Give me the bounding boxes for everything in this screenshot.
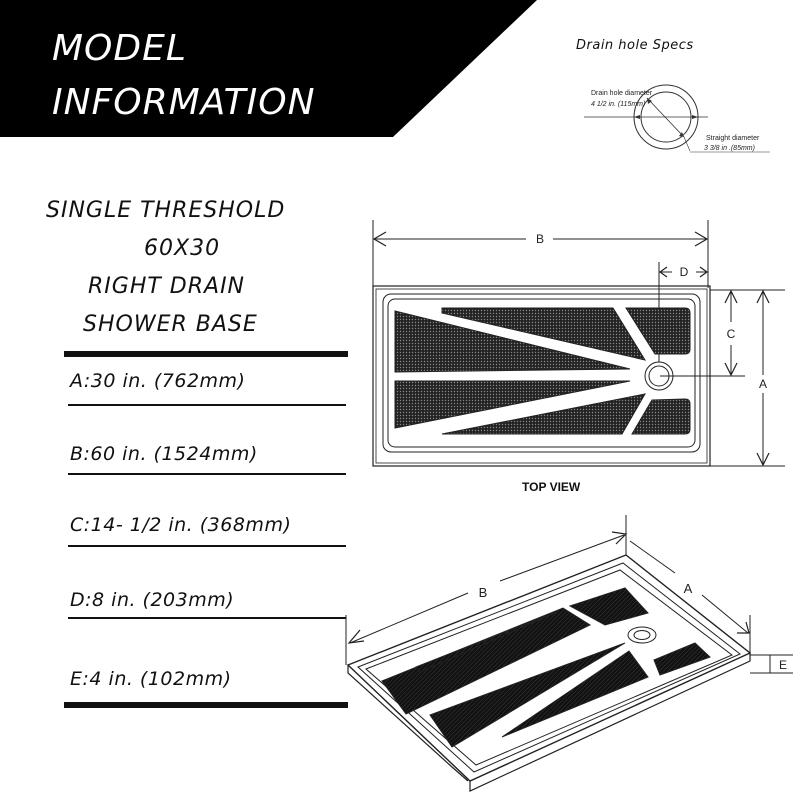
top-view-diagram: B D C A: [372, 220, 785, 467]
drain-hole-diameter-label: Drain hole diameter: [591, 90, 653, 97]
svg-text:C: C: [727, 327, 736, 341]
spec-e: E:4 in. (102mm): [70, 668, 232, 690]
drain-hole-diagram: [584, 84, 770, 153]
svg-text:D: D: [680, 265, 689, 279]
spec-a: A:30 in. (762mm): [70, 370, 246, 392]
header-title-line1: MODEL: [52, 28, 187, 69]
drain-specs-title: Drain hole Specs: [576, 38, 694, 53]
divider: [68, 473, 346, 475]
divider: [64, 702, 348, 708]
straight-diameter-value: 3 3/8 in .(85mm): [704, 145, 755, 152]
svg-text:B: B: [536, 232, 544, 246]
svg-text:E: E: [779, 658, 787, 672]
model-drain-side: RIGHT DRAIN: [88, 274, 246, 299]
top-view-caption: TOP VIEW: [522, 480, 581, 494]
spec-c: C:14- 1/2 in. (368mm): [70, 514, 292, 536]
banner-shape: [0, 0, 537, 137]
svg-text:B: B: [479, 585, 488, 600]
header-banner: MODEL INFORMATION: [0, 0, 540, 137]
drain-hole-diameter-value: 4 1/2 in. (115mm): [591, 101, 646, 108]
model-size: 60X30: [144, 236, 221, 261]
divider: [68, 545, 346, 547]
svg-text:A: A: [684, 581, 693, 596]
straight-diameter-label: Straight diameter: [706, 135, 760, 142]
spec-d: D:8 in. (203mm): [70, 589, 235, 611]
isometric-view-diagram: B A E: [345, 515, 793, 792]
spec-b: B:60 in. (1524mm): [70, 443, 258, 465]
divider: [64, 351, 348, 357]
model-type: SINGLE THRESHOLD: [46, 198, 286, 223]
model-product: SHOWER BASE: [83, 312, 258, 337]
header-title-line2: INFORMATION: [52, 82, 316, 123]
divider: [68, 617, 346, 619]
svg-text:A: A: [759, 377, 767, 391]
divider: [68, 404, 346, 406]
